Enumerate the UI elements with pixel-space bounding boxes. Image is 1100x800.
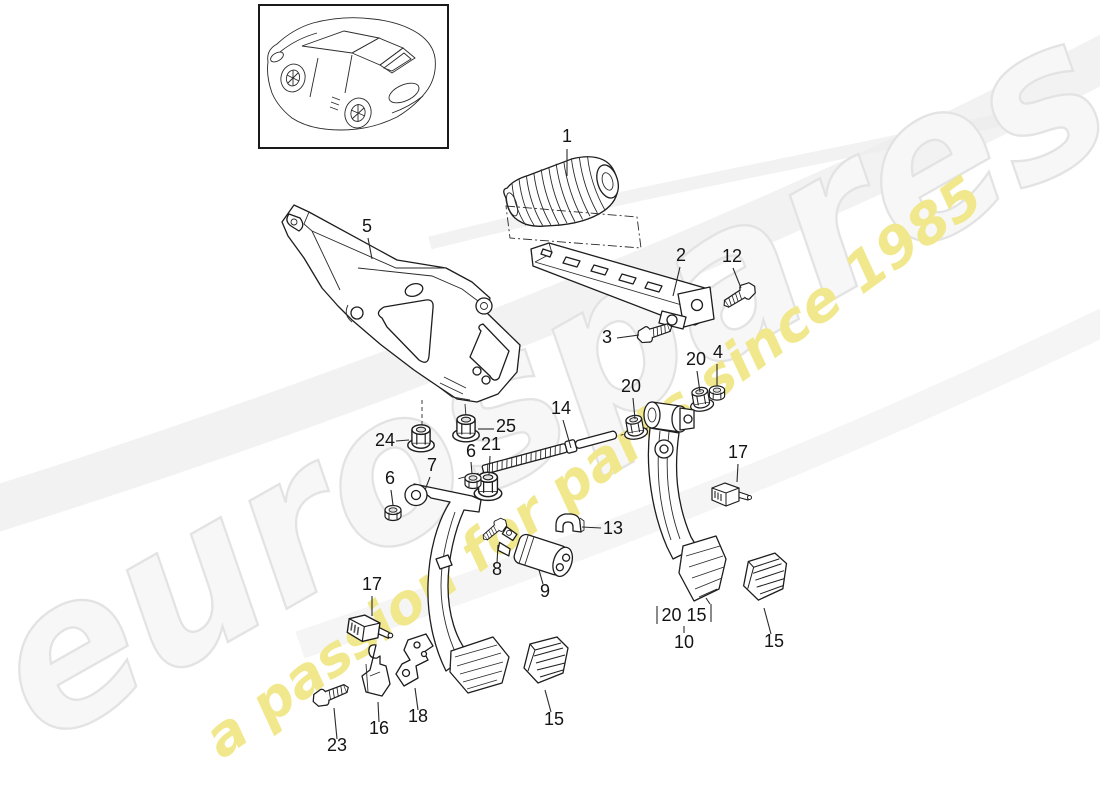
callout-label-7[interactable]: 7 xyxy=(427,455,437,475)
callout-label-23[interactable]: 23 xyxy=(327,735,347,755)
part-15-pedal-pad-left[interactable] xyxy=(523,636,569,684)
part-15-pedal-pad-right[interactable] xyxy=(741,551,789,602)
callout-label-20-left[interactable]: 20 xyxy=(621,376,641,396)
callout-label-20-right[interactable]: 20 xyxy=(686,349,706,369)
callout-label-2[interactable]: 2 xyxy=(676,245,686,265)
callout-label-17-left[interactable]: 17 xyxy=(362,574,382,594)
callout-label-6-lower[interactable]: 6 xyxy=(385,468,395,488)
callout-label-3[interactable]: 3 xyxy=(602,327,612,347)
part-18-bracket[interactable] xyxy=(395,633,434,687)
part-9-spring-cylinder[interactable] xyxy=(495,526,576,579)
part-2-support-bar[interactable] xyxy=(530,242,715,330)
callout-label-16[interactable]: 16 xyxy=(369,718,389,738)
callout-label-6-upper[interactable]: 6 xyxy=(466,441,476,461)
car-icon xyxy=(267,17,436,131)
callout-label-18[interactable]: 18 xyxy=(408,706,428,726)
callout-label-13[interactable]: 13 xyxy=(603,518,623,538)
part-25-nut[interactable] xyxy=(452,414,480,443)
part-1-dust-boot[interactable] xyxy=(500,148,642,249)
part-5-pedal-bracket[interactable] xyxy=(281,204,521,427)
callout-label-8[interactable]: 8 xyxy=(492,559,502,579)
callout-label-15-left[interactable]: 15 xyxy=(544,709,564,729)
background-swoosh xyxy=(0,34,1100,659)
part-13-clip[interactable] xyxy=(555,513,585,533)
callout-label-9[interactable]: 9 xyxy=(540,581,550,601)
callout-label-20-15-group[interactable]: 20 15 xyxy=(661,605,706,625)
callout-label-5[interactable]: 5 xyxy=(362,216,372,236)
part-7-clutch-pedal[interactable] xyxy=(404,483,510,694)
callout-label-21[interactable]: 21 xyxy=(481,434,501,454)
group-brake-pedal-assembly[interactable] xyxy=(643,401,727,602)
part-6-nut-upper[interactable] xyxy=(464,472,482,490)
callout-label-4[interactable]: 4 xyxy=(713,342,723,362)
vehicle-thumbnail[interactable] xyxy=(258,4,449,149)
callout-label-15-right[interactable]: 15 xyxy=(764,631,784,651)
callout-label-10-group[interactable]: 10 xyxy=(674,632,694,652)
callout-leader-lines xyxy=(333,149,772,740)
callout-label-25[interactable]: 25 xyxy=(496,416,516,436)
callout-label-14[interactable]: 14 xyxy=(551,398,571,418)
callout-label-12[interactable]: 12 xyxy=(722,246,742,266)
callout-label-24[interactable]: 24 xyxy=(375,430,395,450)
part-16-clamp[interactable] xyxy=(361,644,391,697)
part-14-push-rod[interactable] xyxy=(456,418,656,482)
callout-labels: 1 5 2 12 3 20 4 20 24 25 14 21 6 6 7 8 9… xyxy=(327,126,784,755)
part-6-nut-lower[interactable] xyxy=(384,504,402,522)
part-24-nut[interactable] xyxy=(407,424,435,453)
callout-label-17-right[interactable]: 17 xyxy=(728,442,748,462)
callout-label-1[interactable]: 1 xyxy=(562,126,572,146)
part-4-nut[interactable] xyxy=(708,385,726,401)
